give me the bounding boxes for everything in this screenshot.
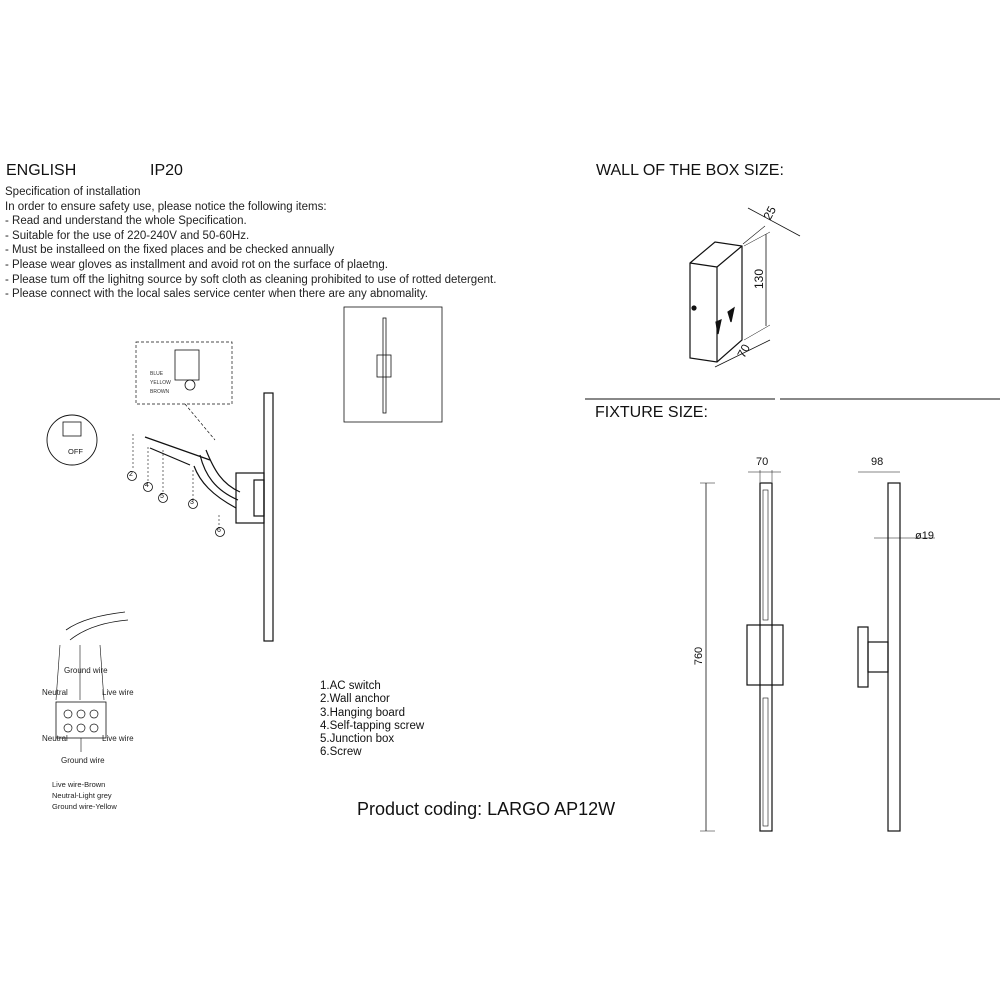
part-number-marker: 6	[217, 527, 221, 534]
fixture-width-dim: 70	[756, 456, 769, 468]
part-number-marker: 4	[145, 482, 149, 489]
spec-item: - Suitable for the use of 220-240V and 5…	[5, 229, 250, 242]
parts-list-item: 3.Hanging board	[320, 706, 406, 719]
part-number-marker: 3	[190, 499, 194, 506]
wire-legend: Live wire-Brown Neutral-Light grey Groun…	[52, 779, 117, 812]
wire-color-callout: BLUE YELLOW BROWN	[150, 370, 171, 397]
part-number-marker: 2	[129, 471, 133, 478]
parts-list: 1.AC switch 2.Wall anchor 3.Hanging boar…	[320, 680, 424, 760]
fixture-side-view	[857, 471, 935, 832]
wire-legend-item: Live wire-Brown	[52, 780, 106, 789]
neutral-top-label: Neutral	[42, 688, 68, 697]
box-size-title: WALL OF THE BOX SIZE:	[596, 162, 784, 179]
wire-legend-item: Ground wire-Yellow	[52, 802, 117, 811]
parts-list-item: 2.Wall anchor	[320, 693, 390, 706]
parts-list-item: 6.Screw	[320, 746, 362, 759]
neutral-bottom-label: Neutral	[42, 734, 68, 743]
spec-title: Specification of installation	[5, 186, 141, 198]
spec-item: - Please wear gloves as installment and …	[5, 258, 388, 271]
live-wire-top-label: Live wire	[102, 688, 134, 697]
ip-rating: IP20	[150, 162, 183, 179]
wiring-diagram	[55, 611, 129, 752]
parts-list-item: 1.AC switch	[320, 680, 381, 692]
ground-wire-top-label: Ground wire	[64, 666, 108, 675]
specification-block: Specification of installation In order t…	[5, 185, 496, 302]
wire-color-label: BROWN	[150, 389, 170, 395]
junction-box-drawing	[689, 207, 801, 368]
fixture-size-title: FIXTURE SIZE:	[595, 404, 708, 421]
box-height-dim: 130	[752, 268, 767, 290]
installation-drawing	[46, 341, 274, 642]
wire-color-label: YELLOW	[150, 380, 171, 386]
spec-item: - Please tum off the lighitng source by …	[5, 273, 497, 286]
language-label: ENGLISH	[6, 162, 77, 179]
fixture-thumbnail	[343, 306, 443, 423]
wire-color-label: BLUE	[150, 371, 164, 377]
spec-item: - Please connect with the local sales se…	[5, 288, 428, 301]
wire-legend-item: Neutral-Light grey	[52, 791, 112, 800]
fixture-depth-dim: 98	[871, 456, 884, 468]
fixture-diameter-dim: ø19	[915, 530, 934, 542]
switch-off-label: OFF	[68, 447, 83, 456]
fixture-length-dim: 760	[693, 646, 706, 666]
live-wire-bottom-label: Live wire	[102, 734, 134, 743]
part-number-marker: 5	[160, 493, 164, 500]
ground-wire-bottom-label: Ground wire	[61, 756, 105, 765]
spec-intro: In order to ensure safety use, please no…	[5, 200, 327, 213]
parts-list-item: 4.Self-tapping screw	[320, 719, 425, 732]
spec-item: - Must be installeed on the fixed places…	[5, 244, 335, 257]
parts-list-item: 5.Junction box	[320, 733, 395, 746]
fixture-front-view	[700, 470, 784, 832]
product-coding: Product coding: LARGO AP12W	[357, 799, 616, 819]
spec-item: - Read and understand the whole Specific…	[5, 215, 247, 228]
